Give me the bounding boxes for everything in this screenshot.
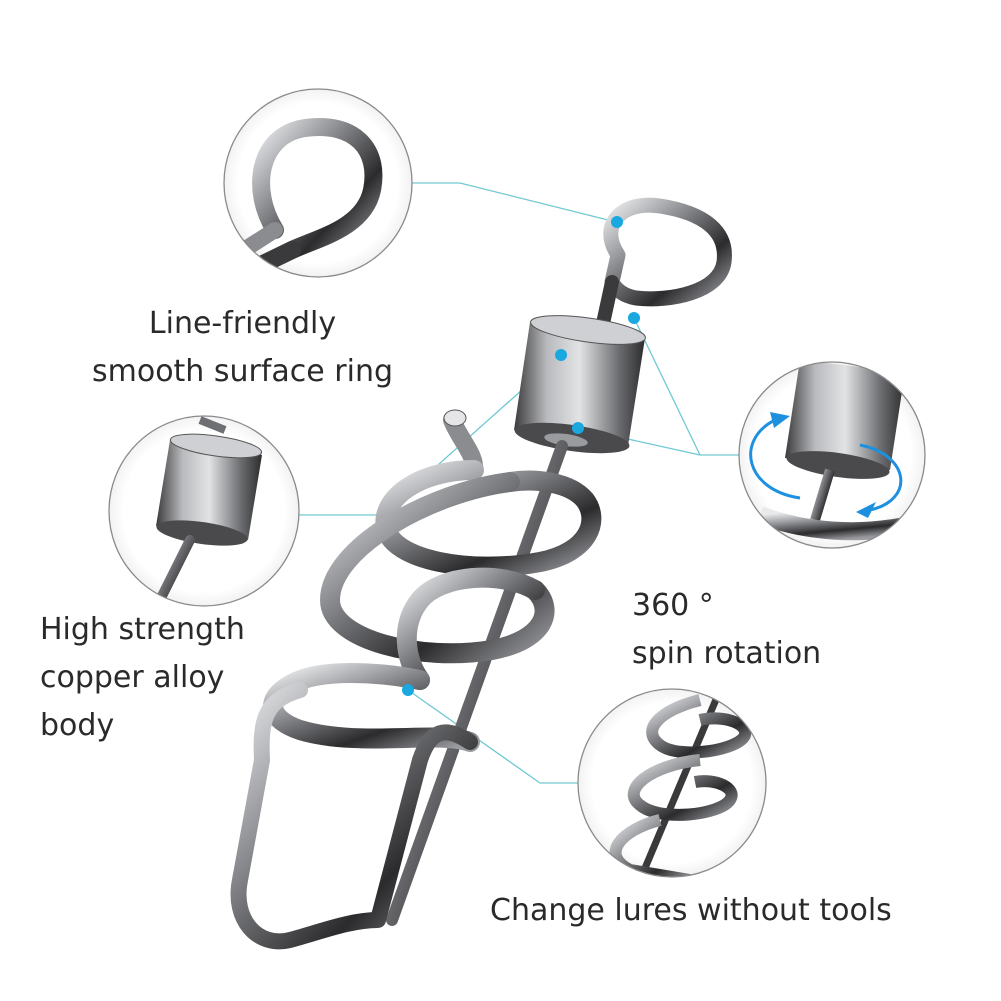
zoom-circle-ring bbox=[223, 88, 413, 278]
callout-dots bbox=[402, 216, 640, 696]
zoom-circle-spin bbox=[738, 361, 926, 549]
caption-ring-line1: Line-friendly bbox=[148, 306, 337, 341]
dot-ring bbox=[611, 216, 623, 228]
caption-body: High strength copper alloy body bbox=[40, 606, 245, 750]
dot-barrel-top bbox=[628, 312, 640, 324]
zoom-circle-body bbox=[108, 415, 300, 607]
caption-spin-value: 360 ° bbox=[632, 588, 714, 623]
swivel-barrel bbox=[514, 315, 646, 454]
caption-lures: Change lures without tools bbox=[490, 887, 892, 935]
rotation-arrows-icon bbox=[749, 412, 903, 518]
caption-spin-label: spin rotation bbox=[632, 636, 822, 671]
caption-body-line2: copper alloy bbox=[40, 660, 225, 695]
dot-barrel bbox=[555, 349, 567, 361]
swivel-main bbox=[230, 197, 732, 950]
zoom-circle-coil bbox=[577, 688, 767, 878]
caption-ring: Line-friendly smooth surface ring bbox=[70, 300, 415, 396]
caption-body-line3: body bbox=[40, 708, 115, 743]
callout-line-spin-upper bbox=[633, 317, 740, 456]
dot-shaft bbox=[572, 422, 584, 434]
swivel-coil bbox=[263, 409, 602, 752]
caption-ring-line2: smooth surface ring bbox=[91, 354, 393, 389]
caption-spin: 360 ° spin rotation bbox=[632, 582, 821, 678]
callout-line-lures bbox=[407, 689, 578, 784]
swivel-shaft bbox=[386, 440, 568, 926]
caption-lures-text: Change lures without tools bbox=[490, 893, 892, 928]
swivel-snap-loop bbox=[230, 682, 478, 950]
callout-line-ring bbox=[412, 182, 617, 223]
dot-coil bbox=[402, 684, 414, 696]
caption-body-line1: High strength bbox=[40, 612, 245, 647]
